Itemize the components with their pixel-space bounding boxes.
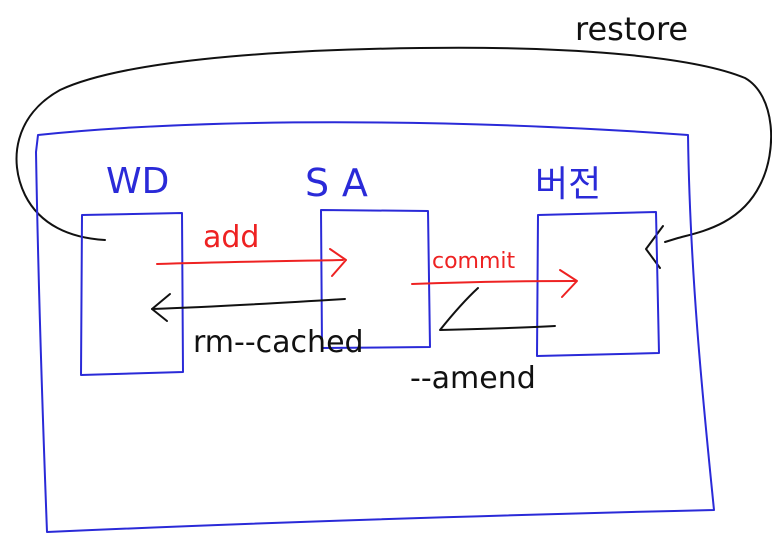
amend-connector <box>439 287 556 331</box>
version-label: 버전 <box>535 164 601 205</box>
restore-arc <box>15 46 772 243</box>
rm-cached-arrowhead <box>151 293 171 322</box>
outer-frame <box>35 121 715 533</box>
amend-label: --amend <box>410 361 536 396</box>
restore-arrowhead <box>645 225 664 269</box>
rm-cached-arrow <box>151 298 346 310</box>
add-arrowhead <box>329 248 347 277</box>
sa-box <box>320 209 431 349</box>
add-arrow <box>156 259 344 265</box>
commit-label: commit <box>432 249 516 274</box>
wd-box <box>80 212 184 376</box>
restore-label: restore <box>575 10 688 48</box>
commit-arrow <box>411 280 576 285</box>
commit-arrowhead <box>559 269 578 298</box>
add-label: add <box>203 220 259 255</box>
sa-label: SA <box>305 161 380 205</box>
rm-cached-label: rm--cached <box>193 325 364 360</box>
wd-label: WD <box>106 161 169 202</box>
version-box <box>536 211 660 357</box>
